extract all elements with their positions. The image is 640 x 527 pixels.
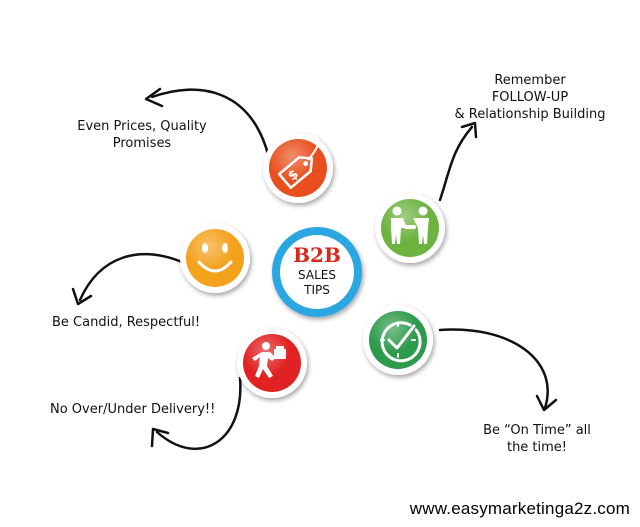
tip-label-follow-up-line-1: Remember <box>494 73 566 88</box>
center-badge <box>272 227 362 317</box>
center-subtitle-line1: SALES <box>298 268 336 282</box>
delivery-badge <box>237 328 307 398</box>
arrow-follow-up <box>438 121 478 202</box>
center-title: B2B <box>293 243 341 267</box>
tip-label-follow-up: Remember FOLLOW-UP & Relationship Buildi… <box>435 72 625 123</box>
clock-check-icon <box>380 321 422 363</box>
tip-label-pricing-line-1: Even Prices, Quality <box>77 119 207 134</box>
tip-label-on-time-line-2: the time! <box>506 440 568 455</box>
tip-label-follow-up-line-2: FOLLOW-UP <box>491 90 569 105</box>
on-time-badge <box>363 305 433 375</box>
follow-up-badge <box>375 193 445 263</box>
handshake-icon <box>391 206 429 244</box>
tip-label-delivery: No Over/Under Delivery!! <box>50 401 215 418</box>
pricing-badge: $ <box>263 133 333 203</box>
candid-badge <box>180 223 250 293</box>
tip-label-follow-up-line-3: & Relationship Building <box>454 107 606 122</box>
arrow-pricing <box>144 87 270 156</box>
arrow-on-time <box>438 328 558 412</box>
arrow-delivery <box>150 376 242 451</box>
tip-label-candid-line-1: Be Candid, Respectful! <box>52 315 201 330</box>
footer-url[interactable]: www.easymarketinga2z.com <box>409 499 630 518</box>
tip-label-on-time: Be “On Time” all the time! <box>462 422 612 456</box>
smiley-icon <box>197 243 233 273</box>
arrow-candid <box>71 253 184 306</box>
tip-label-pricing-line-2: Promises <box>112 136 172 151</box>
tip-label-pricing: Even Prices, Quality Promises <box>62 118 222 152</box>
tip-label-candid: Be Candid, Respectful! <box>52 314 200 331</box>
delivery-icon <box>252 342 286 378</box>
tip-label-delivery-line-1: No Over/Under Delivery!! <box>50 402 216 417</box>
center-subtitle-line2: TIPS <box>304 283 330 297</box>
tip-label-on-time-line-1: Be “On Time” all <box>483 423 591 438</box>
